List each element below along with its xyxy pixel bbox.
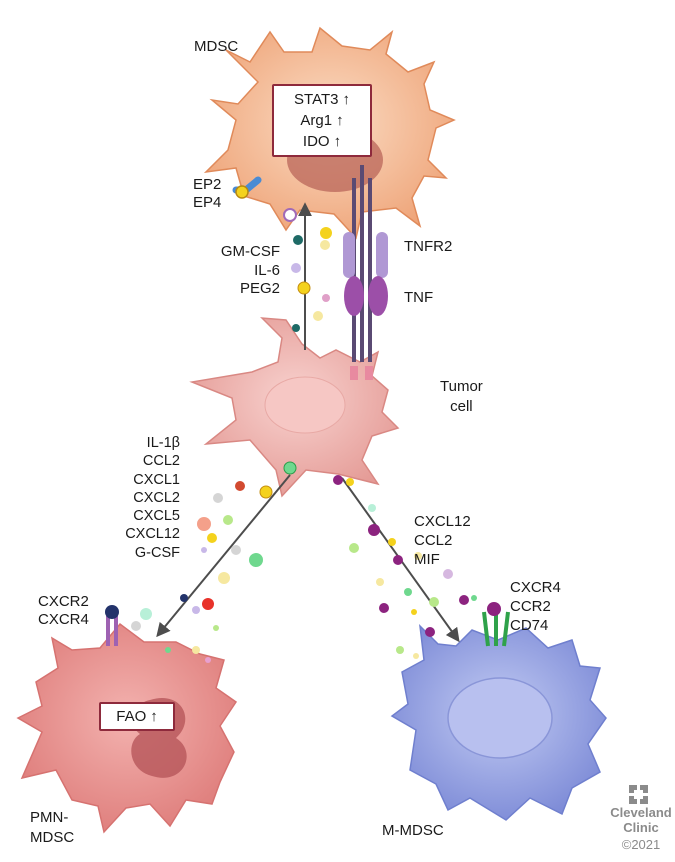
pmn-receptor-labels: CXCR2 CXCR4 xyxy=(38,593,89,629)
cxcl1-label: CXCL1 xyxy=(100,471,180,489)
ccl2-label: CCL2 xyxy=(414,531,471,550)
pmn-label-line2: MDSC xyxy=(30,828,74,848)
m-receptor-labels: CXCR4 CCR2 CD74 xyxy=(510,578,561,635)
mdsc-marker-box: STAT3↑ Arg1↑ IDO↑ xyxy=(272,84,372,157)
stat3-row: STAT3↑ xyxy=(274,89,370,110)
credit-line2: Clinic xyxy=(608,820,674,835)
tumor-cell-label: Tumor cell xyxy=(440,377,483,417)
ccr2-label: CCR2 xyxy=(510,597,561,616)
up-arrow-icon: ↑ xyxy=(336,112,344,129)
m-mdsc-label: M-MDSC xyxy=(382,822,444,840)
tumor-label-line2: cell xyxy=(440,397,483,417)
ccl2-label: CCL2 xyxy=(100,452,180,470)
up-arrow-icon: ↑ xyxy=(342,91,350,108)
fao-label: FAO xyxy=(116,708,146,725)
ep2-label: EP2 xyxy=(193,176,221,194)
peg2-label: PEG2 xyxy=(210,280,280,299)
tnfr2-label: TNFR2 xyxy=(404,238,452,256)
mediators-to-pmn-mdsc: IL-1β CCL2 CXCL1 CXCL2 CXCL5 CXCL12 G-CS… xyxy=(100,434,180,562)
tnf-label: TNF xyxy=(404,289,433,307)
cxcr4-ccr2-cd74-receptor xyxy=(484,602,508,646)
tumor-nucleus xyxy=(265,377,345,433)
up-arrow-icon: ↑ xyxy=(334,133,342,150)
pmn-mdsc-label: PMN- MDSC xyxy=(30,808,74,848)
cxcl12-label: CXCL12 xyxy=(414,512,471,531)
cxcr2-label: CXCR2 xyxy=(38,593,89,611)
m-mdsc-nucleus xyxy=(448,678,552,758)
gm-csf-label: GM-CSF xyxy=(210,243,280,262)
mdsc-label: MDSC xyxy=(194,38,238,56)
cxcr4-label: CXCR4 xyxy=(38,611,89,629)
credit-line3: ©2021 xyxy=(608,837,674,853)
cleveland-clinic-logo xyxy=(629,785,648,804)
ido-row: IDO↑ xyxy=(274,131,370,152)
cxcl5-label: CXCL5 xyxy=(100,507,180,525)
m-mdsc-cell xyxy=(392,626,606,820)
ep4-label: EP4 xyxy=(193,194,221,212)
fao-box: FAO↑ xyxy=(99,702,175,731)
cxcl2-label: CXCL2 xyxy=(100,489,180,507)
cxcl12-label: CXCL12 xyxy=(100,525,180,543)
tumor-label-line1: Tumor xyxy=(440,377,483,397)
il-1b-label: IL-1β xyxy=(100,434,180,452)
up-arrow-icon: ↑ xyxy=(150,708,158,725)
g-csf-label: G-CSF xyxy=(100,544,180,562)
ep-receptor-labels: EP2 EP4 xyxy=(193,176,221,212)
pmn-label-line1: PMN- xyxy=(30,808,74,828)
mediators-to-m-mdsc: CXCL12 CCL2 MIF xyxy=(414,512,471,569)
cd74-label: CD74 xyxy=(510,616,561,635)
mif-label: MIF xyxy=(414,550,471,569)
cxcr4-label: CXCR4 xyxy=(510,578,561,597)
credit-line1: Cleveland xyxy=(608,805,674,820)
il-6-label: IL-6 xyxy=(210,262,280,281)
mediators-to-mdsc: GM-CSF IL-6 PEG2 xyxy=(210,243,280,299)
arg1-row: Arg1↑ xyxy=(274,110,370,131)
